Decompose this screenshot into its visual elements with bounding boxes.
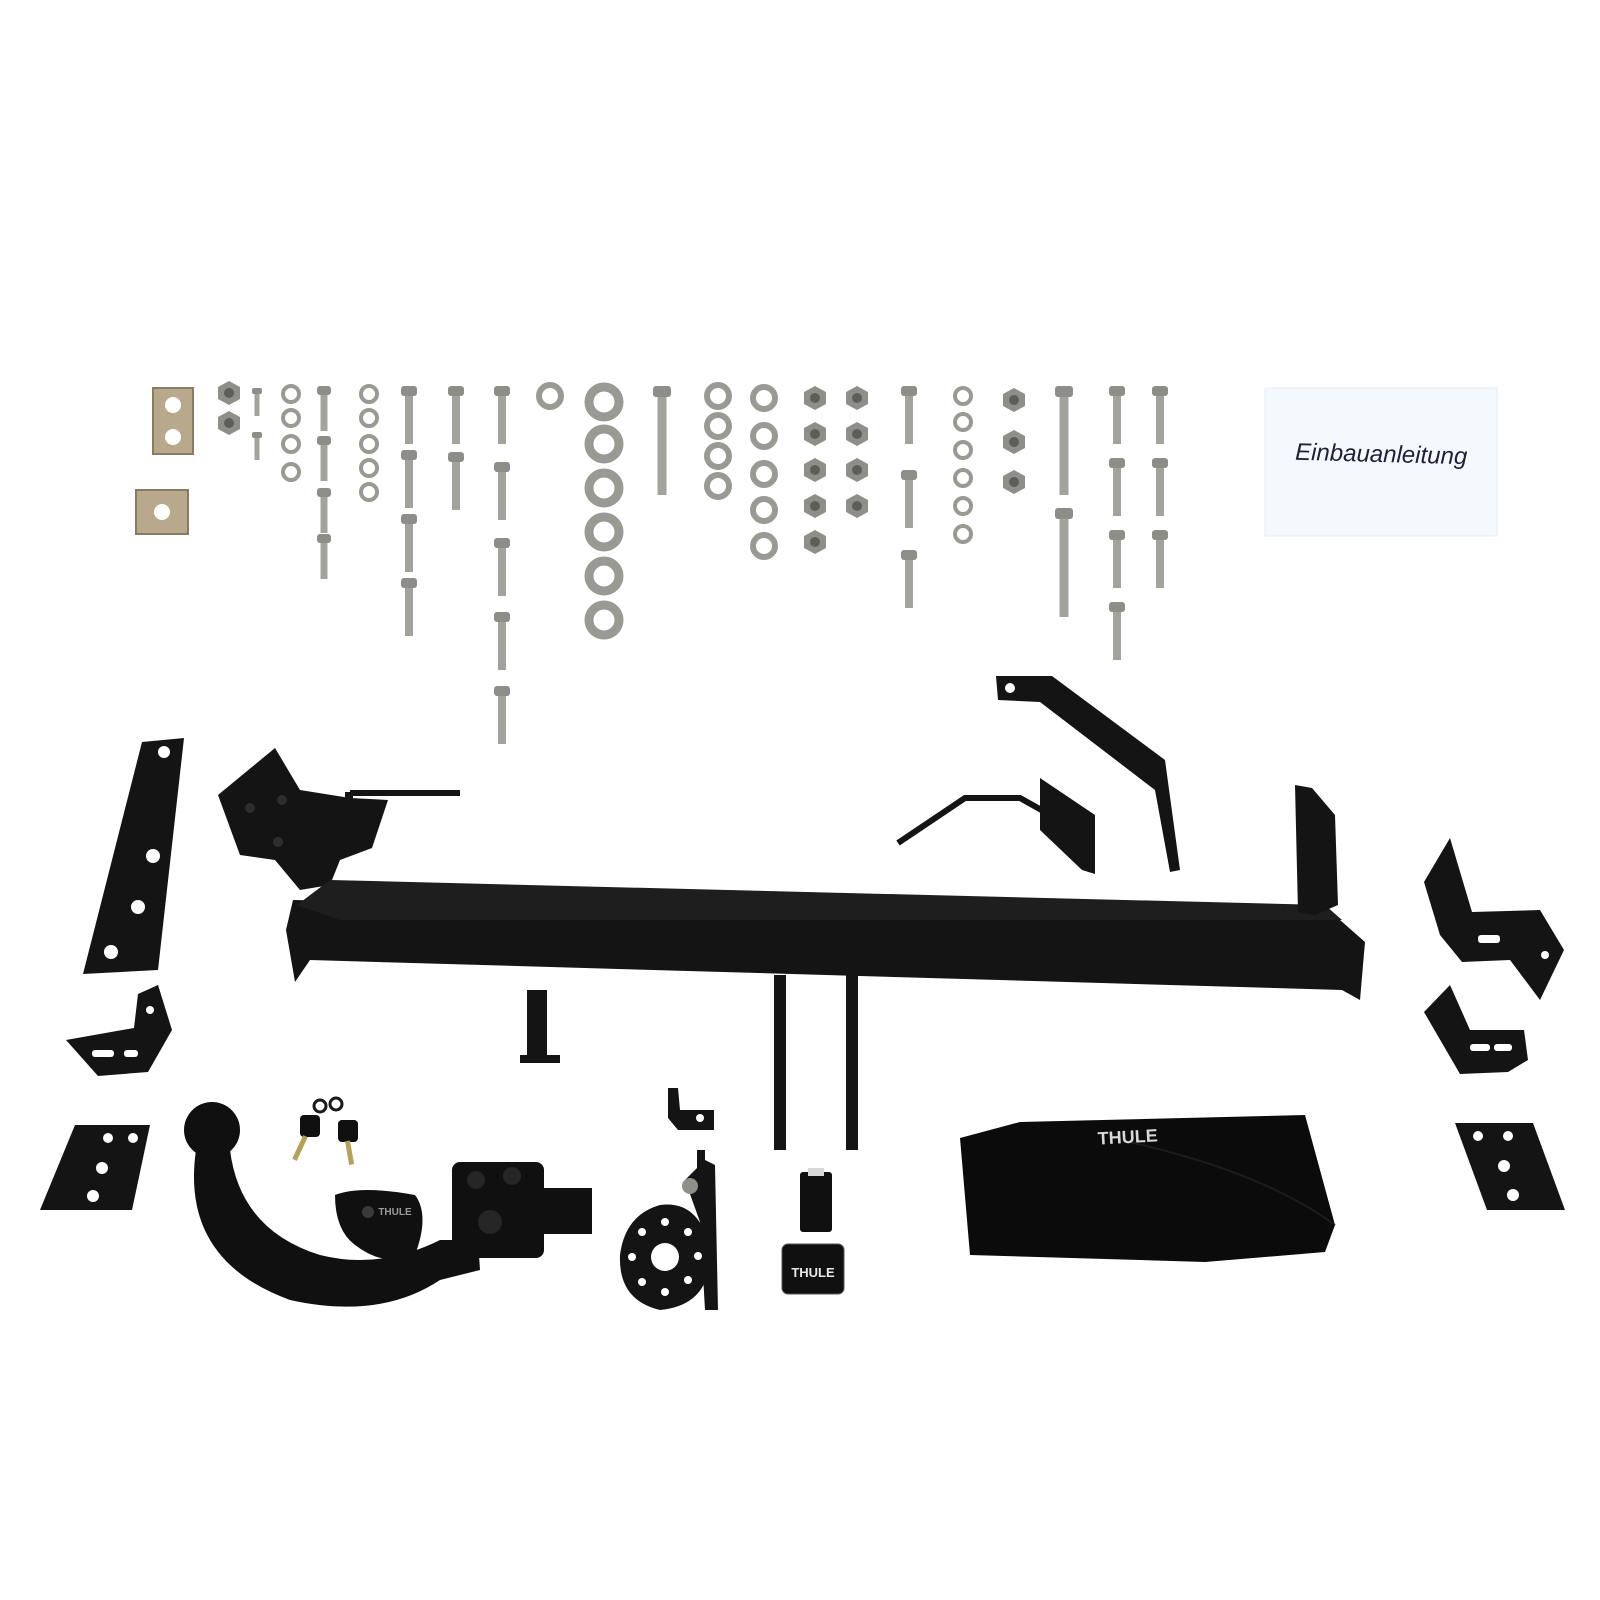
bolt-column-6 <box>1109 386 1125 660</box>
bolt-column-7 <box>1152 386 1168 588</box>
tow-ball-logo: THULE <box>378 1207 412 1218</box>
bag-logo: THULE <box>1097 1125 1158 1148</box>
manual-title: Einbauanleitung <box>1295 439 1468 471</box>
nut-column-2 <box>846 386 868 518</box>
washer-column-1 <box>281 384 301 482</box>
large-washer-column <box>589 387 619 635</box>
spacer-plate-double <box>152 387 194 455</box>
bolt-column-1 <box>317 386 331 579</box>
hardware-set <box>135 381 1168 744</box>
bracket-left-angle <box>66 985 172 1076</box>
long-bolt-column <box>1055 386 1073 617</box>
socket-plate <box>619 1150 718 1310</box>
socket-cover-logo: THULE <box>791 1265 835 1280</box>
keys <box>292 1096 358 1165</box>
bolt-column-2 <box>401 386 417 636</box>
small-nut-column <box>218 381 240 435</box>
bolt-column-3 <box>448 386 464 510</box>
hitch-crossbar <box>218 748 1365 1150</box>
storage-bag: THULE <box>960 1115 1336 1262</box>
socket-cover: THULE <box>781 1168 845 1295</box>
washer-column-3 <box>707 385 729 497</box>
washer-column-4 <box>753 387 775 557</box>
washer-single <box>539 385 561 407</box>
bracket-left-long <box>83 738 184 974</box>
clip-bracket <box>668 1088 714 1130</box>
bolt-column-5 <box>901 386 917 608</box>
plate-left <box>40 1125 150 1210</box>
nut-column-1 <box>804 386 826 554</box>
nut-column-3 <box>1003 388 1025 494</box>
bracket-right-angle-top <box>1424 838 1564 1000</box>
small-bolt-column <box>252 388 262 460</box>
tow-ball: THULE <box>184 1102 592 1307</box>
plate-right <box>1455 1123 1565 1210</box>
bracket-rod <box>896 778 1095 874</box>
long-bolt <box>653 386 671 495</box>
bolt-column-4 <box>494 386 510 744</box>
spacer-plate-single <box>135 489 189 535</box>
installation-manual: Einbauanleitung <box>1264 387 1498 537</box>
washer-column-5 <box>953 386 973 544</box>
bracket-diagonal <box>996 676 1180 872</box>
bracket-right-angle-bottom <box>1424 985 1528 1074</box>
washer-column-2 <box>359 384 379 502</box>
